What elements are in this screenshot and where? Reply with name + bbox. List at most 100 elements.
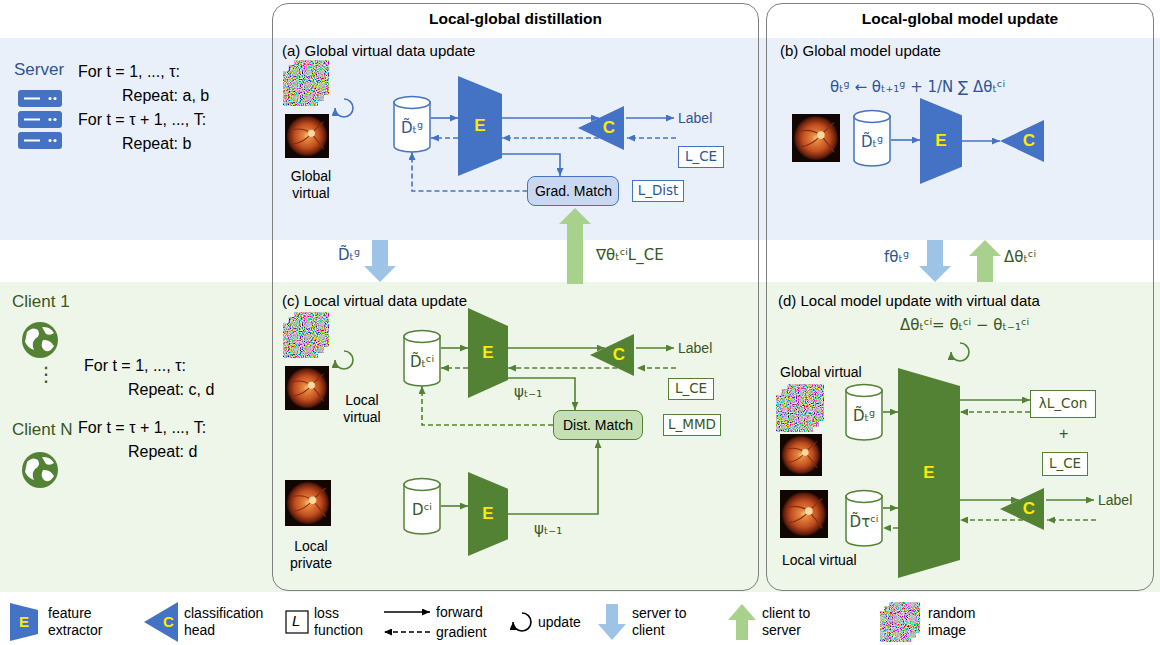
legend-text: random image [928,605,998,639]
transfer-arrows [969,240,1001,282]
role-label: Server [14,60,64,80]
server-icon [48,118,51,121]
trapezoid [468,308,508,398]
schedule-text: For t = τ + 1, ..., T: [78,110,206,129]
globe-icon [25,457,54,481]
node-text: E [474,116,485,136]
dataset-cylinder: Dᶜⁱ [403,478,441,534]
cylinder-top [394,97,430,109]
panel-a-art [335,99,353,117]
step-heading: (b) Global model update [780,42,941,60]
step-heading: (c) Local virtual data update [282,292,467,310]
transfer-arrows [364,208,1001,284]
legend-text: forward [436,604,483,621]
node-text: Grad. Match [535,183,612,199]
triangle [1000,488,1044,530]
legend-icon-text: L [292,612,300,630]
data-label: Local virtual [333,392,391,426]
dataset-cylinder: D̃ₜᶜⁱ [403,330,441,386]
legend-samples [598,604,626,640]
panel-d-art [1046,499,1094,501]
forward-connector [960,399,1030,401]
server-icon [18,90,62,149]
matching-box: Dist. Match [553,410,643,440]
classification-head: C [590,334,634,376]
schedule-text: Repeat: c, d [128,380,214,399]
edge-label: ψₜ₋₁ [512,383,544,401]
trapezoid [898,368,960,578]
server-icon [53,97,56,100]
legend-samples [144,602,178,642]
formula: Δθₜᶜⁱ= θₜᶜⁱ − θₜ₋₁ᶜⁱ [900,316,1029,334]
triangle [1000,120,1044,162]
schedule-text: For t = 1, ..., τ: [78,62,180,81]
loss-box: L_CE [678,146,724,168]
node-text: D̃τᶜⁱ [850,514,879,531]
panel-d-art [776,384,824,432]
classification-head-outline [1000,488,1044,530]
node-text: D̃ₜᶜⁱ [410,354,434,371]
node-text: D̃ₜᵍ [853,408,875,425]
loss-box: λL_Con [1030,390,1096,418]
globe-icon [22,322,58,358]
node-text: L_CE [1049,456,1081,472]
node-text: D̃ₜᵍ [401,120,423,137]
gradient-connector [502,137,599,139]
client-band [0,282,1160,592]
panel-c-art [285,480,331,526]
legend-samples [513,613,531,631]
forward-connector [962,140,1000,142]
gradient-connector [883,527,898,529]
legend-samples [384,631,430,633]
legend-samples [10,602,920,642]
formula: θₜᵍ ← θₜ₊₁ᵍ + 1/N ∑ Δθₜᶜⁱ [830,78,1005,96]
output-label: Label [1098,492,1132,509]
legend-samples [384,611,430,613]
transfer-arrows [919,240,951,282]
panel-d-art [780,490,828,538]
dataset-cylinder: D̃ₜᵍ [853,110,891,166]
gradient-connector [960,519,1023,521]
role-label: Client 1 [12,292,70,312]
cylinder-top [846,491,882,503]
step-heading: (a) Global virtual data update [282,42,475,60]
legend-text: server to client [632,605,702,639]
schedule-text: For t = 1, ..., τ: [84,356,186,375]
output-label: Label [678,340,712,357]
schedule-text: Repeat: a, b [122,86,209,105]
globe-icon [22,452,58,488]
schedule-text: For t = τ + 1, ..., T: [78,418,206,437]
server-band [0,38,1160,240]
legend-text: loss function [314,605,374,639]
forward-connector [883,507,898,509]
transfer-label: Δθₜᶜⁱ [1004,248,1036,266]
node-text: E [923,463,934,483]
cylinder-body [846,496,882,546]
data-label: Global virtual [282,168,340,202]
transfer-arrows [559,208,591,284]
loss-box: L_Dist [632,180,684,202]
node-text: C [1023,499,1035,519]
feature-extractor: E [458,76,502,176]
legend-text: feature extractor [48,605,128,639]
panel-a-art [283,60,329,106]
server-icon [48,139,51,142]
loss-box: L_CE [1042,452,1088,476]
forward-connector [431,117,458,119]
matching-box: Grad. Match [527,176,619,206]
server-icon [53,139,56,142]
server-icon [24,99,40,141]
cylinder-top [404,331,440,343]
classification-head: C [578,106,624,150]
schedule-text: Repeat: b [122,134,191,153]
forward-connector [441,347,468,349]
node-text: Dist. Match [563,417,633,433]
dataset-cylinder: D̃ₜᵍ [845,384,883,440]
panel-b-art [792,114,840,162]
node-text: C [603,118,615,138]
classification-head-outline [1000,120,1044,162]
node-text: L_Dist [638,183,679,199]
trapezoid [468,472,508,556]
cylinder-body [404,336,440,386]
panel-a-art [627,137,676,139]
